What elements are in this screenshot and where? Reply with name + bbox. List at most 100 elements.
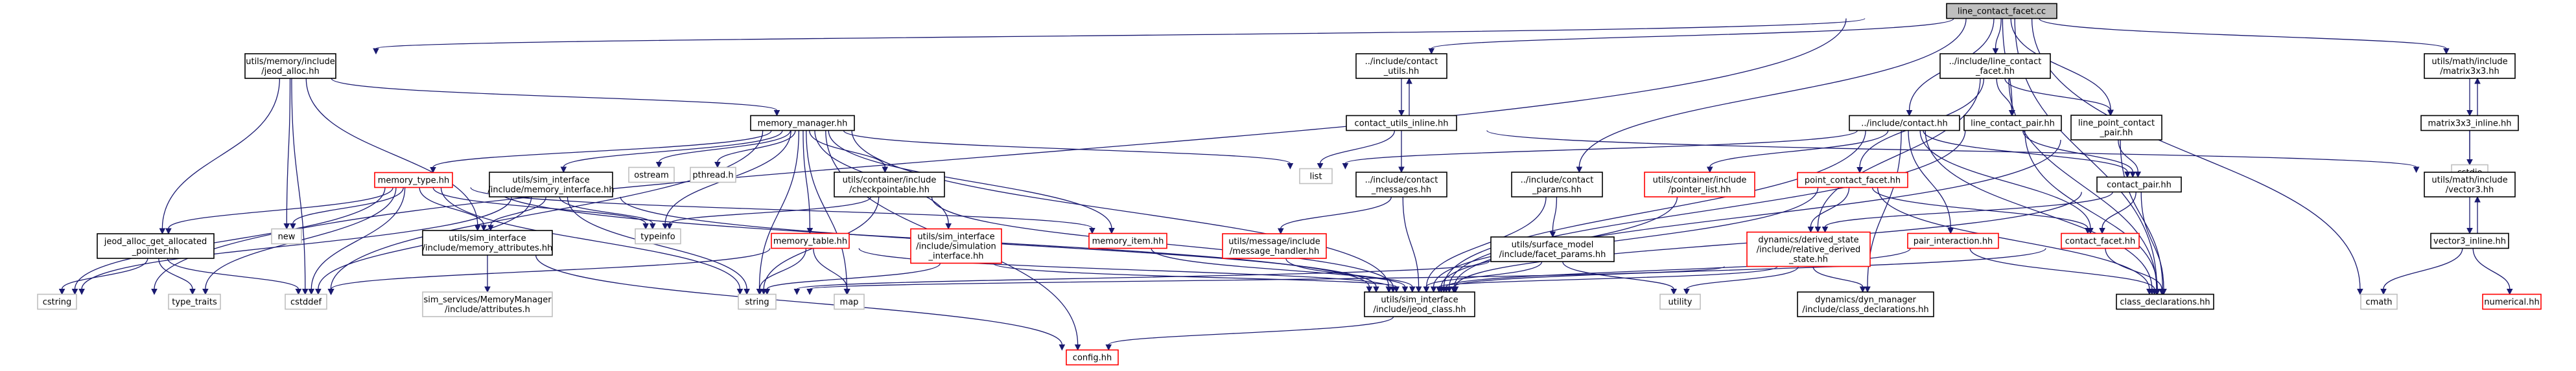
node-line-point-contact-pair[interactable]: line_point_contact_pair.hh	[2070, 115, 2162, 141]
arrowhead	[315, 289, 322, 295]
node-pointer-list[interactable]: utils/container/include/pointer_list.hh	[1644, 172, 1755, 197]
node-label: /include/memory_attributes.hh	[423, 243, 553, 253]
node-message-handler[interactable]: utils/message/include/message_handler.hh	[1222, 233, 1327, 259]
node-memory-type[interactable]: memory_type.hh	[374, 172, 453, 188]
node-label: pair_interaction.hh	[1914, 237, 1993, 247]
node-jeod-alloc[interactable]: utils/memory/include/jeod_alloc.hh	[244, 53, 336, 79]
node-memory-item[interactable]: memory_item.hh	[1088, 232, 1167, 249]
arrowhead	[78, 289, 85, 295]
arrowhead	[1105, 344, 1112, 351]
node-contact-pair[interactable]: contact_pair.hh	[2096, 176, 2182, 193]
node-facet-params[interactable]: utils/surface_model/include/facet_params…	[1490, 236, 1615, 262]
node-label: cmath	[2365, 298, 2392, 308]
edge-vector3-to-vector3-inline	[2466, 197, 2473, 234]
node-class-declarations-dm[interactable]: dynamics/dyn_manager/include/class_decla…	[1797, 291, 1934, 317]
arrowhead	[1864, 286, 1871, 293]
edge-matrix3x3-inline-to-matrix3x3	[2474, 77, 2481, 116]
node-label: contact_facet.hh	[2065, 237, 2136, 247]
node-numerical[interactable]: numerical.hh	[2482, 293, 2542, 310]
node-label: contact_pair.hh	[2107, 181, 2172, 190]
node-box	[1963, 115, 2062, 131]
node-jeod-class[interactable]: utils/sim_interface/include/jeod_class.h…	[1364, 291, 1475, 317]
edge-relative-derived-state-to-jeod-class	[1436, 265, 1778, 293]
node-label: utils/surface_model	[1512, 240, 1594, 250]
node-point-contact-facet[interactable]: point_contact_facet.hh	[1797, 172, 1908, 188]
arrowhead	[1059, 344, 1066, 351]
node-box	[2070, 115, 2162, 141]
edge-memory-table-to-cstddef	[328, 248, 771, 295]
arrowhead	[806, 228, 814, 234]
edge-memory-interface-to-string	[567, 196, 750, 295]
node-label: utils/sim_interface	[1381, 295, 1458, 305]
node-label: _pointer.hh	[132, 247, 179, 256]
node-label: map	[840, 298, 859, 308]
edge-contact-utils-to-contact-utils-inline	[1398, 78, 1405, 117]
node-line-contact-pair[interactable]: line_contact_pair.hh	[1963, 115, 2062, 131]
arrowhead	[189, 289, 196, 295]
arrowhead	[1342, 163, 1349, 170]
edge-contact-hh-to-class-declarations-dm	[1864, 130, 1902, 293]
node-vector3-inline[interactable]: vector3_inline.hh	[2430, 232, 2509, 249]
node-label: _facet.hh	[1975, 67, 2015, 76]
edge-memory-table-to-string	[756, 248, 807, 295]
node-box	[1490, 236, 1615, 262]
node-label: utils/math/include	[2431, 175, 2507, 185]
node-memory-attributes[interactable]: utils/sim_interface/include/memory_attri…	[422, 230, 553, 256]
edge-memory-manager-to-memory-table	[802, 130, 814, 234]
node-label: /matrix3x3.hh	[2440, 67, 2500, 76]
node-box	[1088, 232, 1167, 249]
node-label: point_contact_facet.hh	[1805, 176, 1901, 186]
edge-facet-params-to-string	[793, 261, 1490, 295]
node-contact-hh[interactable]: ../include/contact.hh	[1849, 115, 1960, 131]
edge-facet-params-to-jeod-class	[1423, 261, 1543, 293]
node-label: _messages.hh	[1371, 185, 1431, 195]
node-contact-messages[interactable]: ../include/contact_messages.hh	[1355, 172, 1447, 197]
node-matrix3x3[interactable]: utils/math/include/matrix3x3.hh	[2424, 53, 2516, 79]
node-config[interactable]: config.hh	[1066, 349, 1119, 366]
edge-matrix3x3-to-matrix3x3-inline	[2466, 78, 2473, 117]
node-label: /include/simulation	[916, 242, 996, 252]
edge-memory-table-to-jeod-class	[858, 247, 1392, 293]
node-label: dynamics/dyn_manager	[1815, 295, 1916, 305]
node-root[interactable]: line_contact_facet.cc	[1946, 3, 2057, 19]
arrowhead	[1373, 286, 1379, 293]
arrowhead	[1670, 289, 1677, 295]
node-memory-manager[interactable]: memory_manager.hh	[750, 115, 855, 131]
arrowhead	[484, 286, 491, 293]
arrowhead	[1423, 286, 1430, 293]
edge-root-to-cmath	[2031, 18, 2363, 295]
node-label: /checkpointable.hh	[849, 185, 930, 195]
node-memory-table[interactable]: memory_table.hh	[771, 232, 850, 249]
arrowhead	[655, 162, 662, 168]
node-label: /include/relative_derived	[1757, 245, 1861, 255]
edge-pair-interaction-to-jeod-class	[1443, 247, 1911, 293]
arrowhead	[1443, 286, 1449, 293]
node-checkpointable[interactable]: utils/container/include/checkpointable.h…	[834, 172, 945, 197]
node-matrix3x3-inline[interactable]: matrix3x3_inline.hh	[2420, 115, 2519, 131]
node-vector3[interactable]: utils/math/include/vector3.hh	[2424, 172, 2516, 197]
node-contact-facet[interactable]: contact_facet.hh	[2061, 232, 2140, 249]
node-class-declarations[interactable]: class_declarations.hh	[2116, 293, 2214, 310]
node-jeod-alloc-get-allocated[interactable]: jeod_alloc_get_allocated_pointer.hh	[97, 233, 215, 259]
node-label: _utils.hh	[1383, 67, 1419, 76]
edge-contact-pair-to-contact-facet	[2099, 192, 2137, 234]
arrowhead	[1430, 286, 1437, 293]
node-contact-utils-inline[interactable]: contact_utils_inline.hh	[1346, 115, 1457, 131]
node-label: ../include/contact	[1365, 57, 1438, 67]
arrowhead	[1947, 228, 1954, 234]
arrowhead	[844, 289, 850, 295]
node-pair-interaction[interactable]: pair_interaction.hh	[1907, 232, 1999, 249]
node-relative-derived-state[interactable]: dynamics/derived_state/include/relative_…	[1746, 231, 1871, 267]
node-memory-interface[interactable]: utils/sim_interface/include/memory_inter…	[487, 172, 615, 197]
node-utility: utility	[1659, 293, 1701, 310]
node-box	[1644, 172, 1755, 197]
edge-contact-hh-to-pair-interaction	[1908, 130, 1954, 234]
node-line-contact-facet-hh[interactable]: ../include/line_contact_facet.hh	[1939, 53, 2051, 79]
node-box	[690, 166, 736, 183]
node-simulation-interface[interactable]: utils/sim_interface/include/simulation_i…	[910, 228, 1002, 264]
arrowhead	[2466, 228, 2473, 234]
node-contact-params[interactable]: ../include/contact_params.hh	[1511, 172, 1603, 197]
node-contact-utils[interactable]: ../include/contact_utils.hh	[1355, 53, 1447, 79]
arrowhead	[2124, 172, 2131, 178]
edge-memory-type-to-typeinfo	[432, 187, 649, 230]
